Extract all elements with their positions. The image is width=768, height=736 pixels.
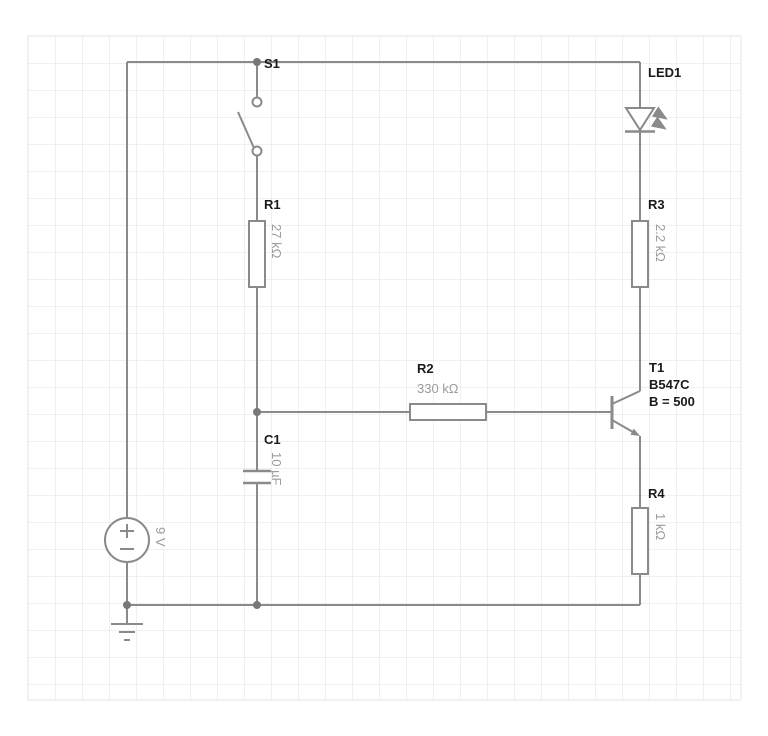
junction-dot (123, 601, 131, 609)
resistor-r1[interactable]: R1 27 kΩ (248, 197, 284, 288)
switch-terminal-bottom[interactable] (251, 145, 263, 157)
junction-dot (253, 58, 261, 66)
junction-dot (253, 408, 261, 416)
resistor-body[interactable] (409, 403, 487, 421)
transistor-emitter[interactable] (611, 419, 635, 434)
component-gain: B = 500 (649, 394, 695, 409)
component-label: R2 (417, 361, 434, 376)
capacitor-c1[interactable]: C1 10 µF (243, 432, 284, 486)
component-value: 10 µF (269, 452, 284, 486)
component-value: 9 V (153, 527, 168, 547)
resistor-body[interactable] (631, 220, 649, 288)
resistor-r2[interactable]: R2 330 kΩ (409, 361, 487, 421)
wires (126, 61, 641, 606)
component-label: LED1 (648, 65, 681, 80)
component-value: 27 kΩ (269, 224, 284, 259)
component-value: 330 kΩ (417, 381, 459, 396)
component-part-number: B547C (649, 377, 690, 392)
component-value: 2.2 kΩ (653, 224, 668, 262)
led-triangle[interactable] (624, 107, 656, 132)
component-label: R4 (648, 486, 665, 501)
component-label: C1 (264, 432, 281, 447)
component-label: T1 (649, 360, 664, 375)
led-light-arrow-icon (650, 116, 667, 130)
junction-dot (253, 601, 261, 609)
voltage-source-v1[interactable]: 9 V (104, 517, 168, 563)
transistor-t1[interactable]: T1 B547C B = 500 (610, 360, 695, 436)
resistor-body[interactable] (631, 507, 649, 575)
switch-s1[interactable]: S1 (237, 56, 280, 157)
resistor-r3[interactable]: R3 2.2 kΩ (631, 197, 668, 288)
junction-dots (123, 58, 261, 609)
component-label: S1 (264, 56, 280, 71)
grid-lines (28, 36, 741, 700)
resistor-r4[interactable]: R4 1 kΩ (631, 486, 668, 575)
emitter-arrow-icon (630, 428, 640, 436)
component-value: 1 kΩ (653, 513, 668, 540)
transistor-collector[interactable] (611, 390, 641, 405)
component-label: R1 (264, 197, 281, 212)
resistor-body[interactable] (248, 220, 266, 288)
led-led1[interactable]: LED1 (624, 65, 681, 133)
switch-blade[interactable] (237, 111, 255, 148)
component-label: R3 (648, 197, 665, 212)
switch-terminal-top[interactable] (251, 96, 263, 108)
source-body[interactable] (104, 517, 150, 563)
